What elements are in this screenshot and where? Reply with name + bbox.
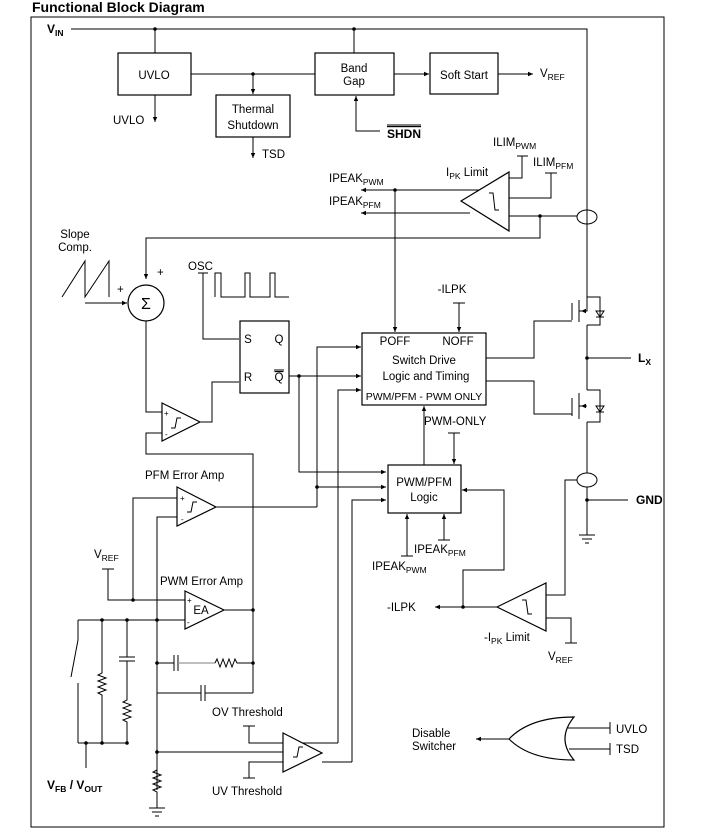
svg-text:Switch Drive: Switch Drive: [392, 355, 456, 367]
ipk-limit-comparator: [459, 170, 510, 233]
neg-ipk-limit-comparator: [495, 582, 547, 632]
vref-left-label: VREF: [94, 549, 119, 563]
neg-ilpk-label: -ILPK: [387, 602, 416, 614]
uvlo-block: UVLO: [117, 52, 192, 96]
ilim-pwm-label: ILIMPWM: [493, 137, 536, 151]
diagram-frame: [30, 16, 665, 828]
osc-waveform: [214, 272, 289, 298]
disable-switcher-label-2: Switcher: [412, 741, 456, 753]
slope-comp-label-1: Slope: [60, 229, 89, 241]
ground-icon: [149, 807, 165, 817]
pwm-pfm-logic-block: PWM/PFM Logic: [387, 464, 462, 514]
svg-text:+: +: [117, 284, 124, 296]
svg-text:R: R: [244, 372, 252, 384]
pwm-only-label: PWM-ONLY: [424, 416, 487, 428]
thermal-shutdown-block: Thermal Shutdown: [215, 94, 291, 138]
svg-text:+: +: [180, 494, 185, 503]
svg-text:-: -: [181, 515, 184, 524]
svg-text:PWM/PFM - PWM ONLY: PWM/PFM - PWM ONLY: [366, 391, 482, 403]
compensation-network: [155, 655, 255, 701]
ov-uv-comparator: [282, 732, 324, 773]
svg-text:+: +: [157, 267, 164, 279]
shdn-label: SHDN: [387, 127, 421, 141]
vin-label: VIN: [47, 22, 64, 38]
uv-threshold-label: UV Threshold: [212, 786, 282, 798]
vin-rail: [71, 28, 588, 297]
ov-threshold-label: OV Threshold: [212, 707, 283, 719]
svg-text:Gap: Gap: [343, 76, 365, 88]
svg-text:Q: Q: [275, 372, 284, 384]
ground-icon: [579, 534, 595, 544]
svg-text:Logic: Logic: [410, 492, 438, 504]
svg-text:NOFF: NOFF: [442, 336, 473, 348]
svg-text:EA: EA: [193, 605, 209, 617]
pwm-error-amp-label: PWM Error Amp: [160, 576, 243, 588]
ipeak-pfm-label: IPEAKPFM: [329, 196, 381, 210]
ipeak-pwm-label: IPEAKPWM: [329, 173, 384, 187]
svg-text:Logic and Timing: Logic and Timing: [383, 371, 470, 383]
pfm-error-amp: + -: [176, 486, 218, 527]
neg-ipk-limit-label: -IPK Limit: [484, 632, 531, 646]
sr-latch: S Q R Q: [239, 320, 290, 394]
summing-junction: Σ: [127, 284, 165, 322]
svg-text:Shutdown: Shutdown: [227, 120, 278, 132]
svg-text:Band: Band: [341, 63, 368, 75]
svg-text:-: -: [165, 430, 168, 439]
svg-text:Σ: Σ: [141, 296, 151, 313]
or-uvlo-label: UVLO: [616, 724, 647, 736]
osc-label: OSC: [188, 261, 213, 273]
neg-ilpk-top-label: -ILPK: [438, 284, 467, 296]
soft-start-block: Soft Start: [429, 52, 499, 95]
svg-text:Q: Q: [275, 334, 284, 346]
pfm-error-amp-label: PFM Error Amp: [145, 470, 224, 482]
feedback-network: [70, 620, 135, 768]
pwm-error-amp: + - EA: [184, 590, 226, 630]
band-gap-block: Band Gap: [314, 52, 395, 96]
svg-text:PWM/PFM: PWM/PFM: [396, 477, 452, 489]
svg-text:UVLO: UVLO: [138, 70, 169, 82]
diagram-title: Functional Block Diagram: [32, 0, 205, 15]
switch-drive-block: POFF NOFF Switch Drive Logic and Timing …: [361, 332, 487, 406]
vref-right-label: VREF: [548, 651, 573, 665]
pwm-comparator: + -: [161, 402, 202, 442]
lx-label: LX: [638, 351, 651, 367]
disable-switcher-label-1: Disable: [412, 728, 450, 740]
ipeak-pwm-low-label: IPEAKPWM: [372, 561, 427, 575]
ipeak-pfm-low-label: IPEAKPFM: [414, 544, 466, 558]
svg-text:+: +: [187, 596, 192, 605]
uvlo-output-label: UVLO: [113, 115, 144, 127]
svg-text:+: +: [164, 409, 169, 418]
svg-text:POFF: POFF: [380, 336, 411, 348]
slope-comp-label-2: Comp.: [58, 242, 92, 254]
ilim-pfm-label: ILIMPFM: [533, 157, 573, 171]
low-side-nmos: [571, 389, 605, 423]
svg-text:Thermal: Thermal: [232, 104, 274, 116]
gnd-label: GND: [636, 493, 663, 507]
svg-text:Soft Start: Soft Start: [440, 70, 489, 82]
vref-output-label: VREF: [540, 68, 565, 82]
vfb-vout-label: VFB / VOUT: [47, 778, 103, 794]
svg-text:S: S: [244, 334, 252, 346]
svg-text:-: -: [187, 618, 190, 627]
or-tsd-label: TSD: [616, 744, 639, 756]
tsd-label: TSD: [262, 149, 285, 161]
or-gate: [508, 716, 576, 761]
sawtooth-waveform: [61, 259, 110, 299]
high-side-pmos: [571, 296, 605, 326]
osc-line: [198, 272, 239, 340]
ipk-limit-label: IPK Limit: [446, 167, 489, 181]
